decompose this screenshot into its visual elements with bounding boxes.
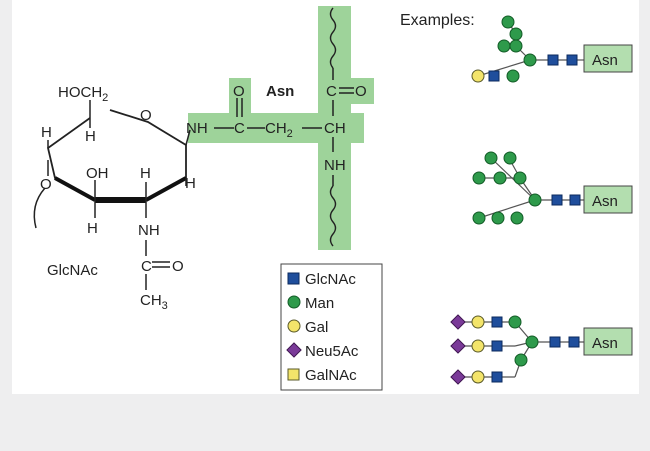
c-link-label: C xyxy=(234,120,245,137)
legend-gal-symbol xyxy=(287,319,301,333)
h-c3-bottom-label: H xyxy=(87,220,98,237)
legend-glcnac-label: GlcNAc xyxy=(305,271,356,288)
legend-neu5ac-label: Neu5Ac xyxy=(305,343,359,360)
legend-man-symbol xyxy=(287,295,301,309)
examples: Examples: Asn xyxy=(400,12,633,385)
oh-c3-label: OH xyxy=(86,165,109,182)
o-link-carbonyl-label: O xyxy=(233,83,245,100)
legend: GlcNAc Man Gal Neu5Ac GalNAc xyxy=(280,263,383,391)
h-c2-top-label: H xyxy=(140,165,151,182)
nh-link-label: NH xyxy=(186,120,208,137)
ch3-label: CH3 xyxy=(140,292,168,312)
backbone-carbonyl-highlight xyxy=(318,78,374,104)
h-c1-label: H xyxy=(185,175,196,192)
nh-backbone-label: NH xyxy=(324,157,346,174)
examples-title: Examples: xyxy=(400,12,475,29)
o-link-label: O xyxy=(40,176,52,193)
glcnac-structure: HOCH2 O H H OH H H H O NH C O CH3 GlcNAc… xyxy=(33,6,374,312)
o-backbone-label: O xyxy=(355,83,367,100)
example-2: Asn xyxy=(472,151,633,225)
hoch2-label: HOCH2 xyxy=(58,84,108,104)
example-2-asn-box xyxy=(583,185,633,214)
legend-neu5ac-symbol xyxy=(286,342,302,358)
example-1-asn-label: Asn xyxy=(592,52,618,69)
example-3-asn-label: Asn xyxy=(592,335,618,352)
carbonyl-highlight xyxy=(229,78,251,116)
legend-galnac-symbol xyxy=(287,368,300,381)
c-alpha-label: CH xyxy=(324,120,346,137)
example-2-asn-label: Asn xyxy=(592,193,618,210)
glycosidic-linkage-curve xyxy=(33,187,46,229)
ring-front-right xyxy=(145,176,187,202)
example-3-asn-box xyxy=(583,327,633,356)
bond-c1-n xyxy=(185,129,191,146)
h-left-label: H xyxy=(41,124,52,141)
nh-acetyl-label: NH xyxy=(138,222,160,239)
backbone-wavy-top xyxy=(329,7,337,69)
example-1: Asn xyxy=(471,15,633,83)
ring-oxygen-label: O xyxy=(140,107,152,124)
ring-front-left xyxy=(54,176,96,202)
c-acetyl-label: C xyxy=(141,258,152,275)
legend-gal-label: Gal xyxy=(305,319,328,336)
h-c4-label: H xyxy=(85,128,96,145)
asn-title: Asn xyxy=(266,83,294,100)
o-acetyl-label: O xyxy=(172,258,184,275)
legend-galnac-label: GalNAc xyxy=(305,367,357,384)
ch2-link-label: CH2 xyxy=(265,120,293,140)
backbone-wavy-bottom xyxy=(329,185,337,247)
c-carbonyl-label: C xyxy=(326,83,337,100)
example-3: Asn xyxy=(450,314,633,385)
legend-man-label: Man xyxy=(305,295,334,312)
glcnac-label: GlcNAc xyxy=(47,262,98,279)
legend-glcnac-symbol xyxy=(287,272,300,285)
example-1-asn-box xyxy=(583,44,633,73)
